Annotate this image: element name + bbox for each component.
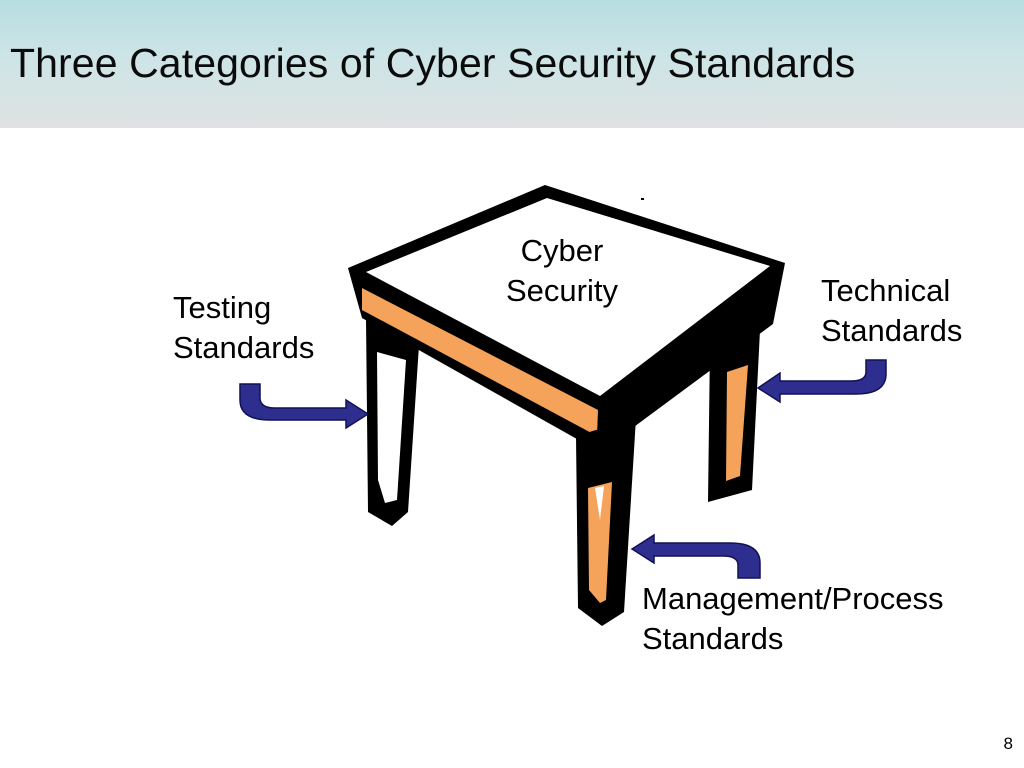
page-number: 8	[1003, 734, 1013, 753]
table-top	[348, 185, 785, 452]
technical-label-line2: Standards	[821, 313, 963, 348]
slide-title: Three Categories of Cyber Security Stand…	[10, 40, 856, 86]
table-top-label-line2: Security	[506, 273, 618, 308]
table-apron	[362, 288, 598, 436]
technical-standards-label: Technical Standards	[821, 271, 962, 351]
title-band	[0, 0, 1024, 128]
testing-label-line2: Standards	[173, 330, 315, 365]
technical-label-line1: Technical	[821, 273, 951, 308]
table-leg-front-right	[576, 418, 636, 626]
table-top-surface	[366, 198, 770, 396]
stray-mark	[641, 198, 644, 200]
table-leg-back-right	[708, 330, 760, 502]
curved-arrow-left-icon	[756, 359, 887, 404]
curved-arrow-right-icon	[239, 383, 370, 430]
testing-standards-label: Testing Standards	[173, 288, 314, 368]
table-top-label: Cyber Security	[492, 231, 632, 311]
management-label-line2: Standards	[642, 621, 784, 656]
curved-arrow-left-icon	[630, 533, 761, 579]
management-process-standards-label: Management/Process Standards	[642, 579, 944, 659]
table-leg-front-left	[366, 318, 420, 526]
testing-label-line1: Testing	[173, 290, 272, 325]
table-top-label-line1: Cyber	[520, 233, 604, 268]
management-label-line1: Management/Process	[642, 581, 944, 616]
